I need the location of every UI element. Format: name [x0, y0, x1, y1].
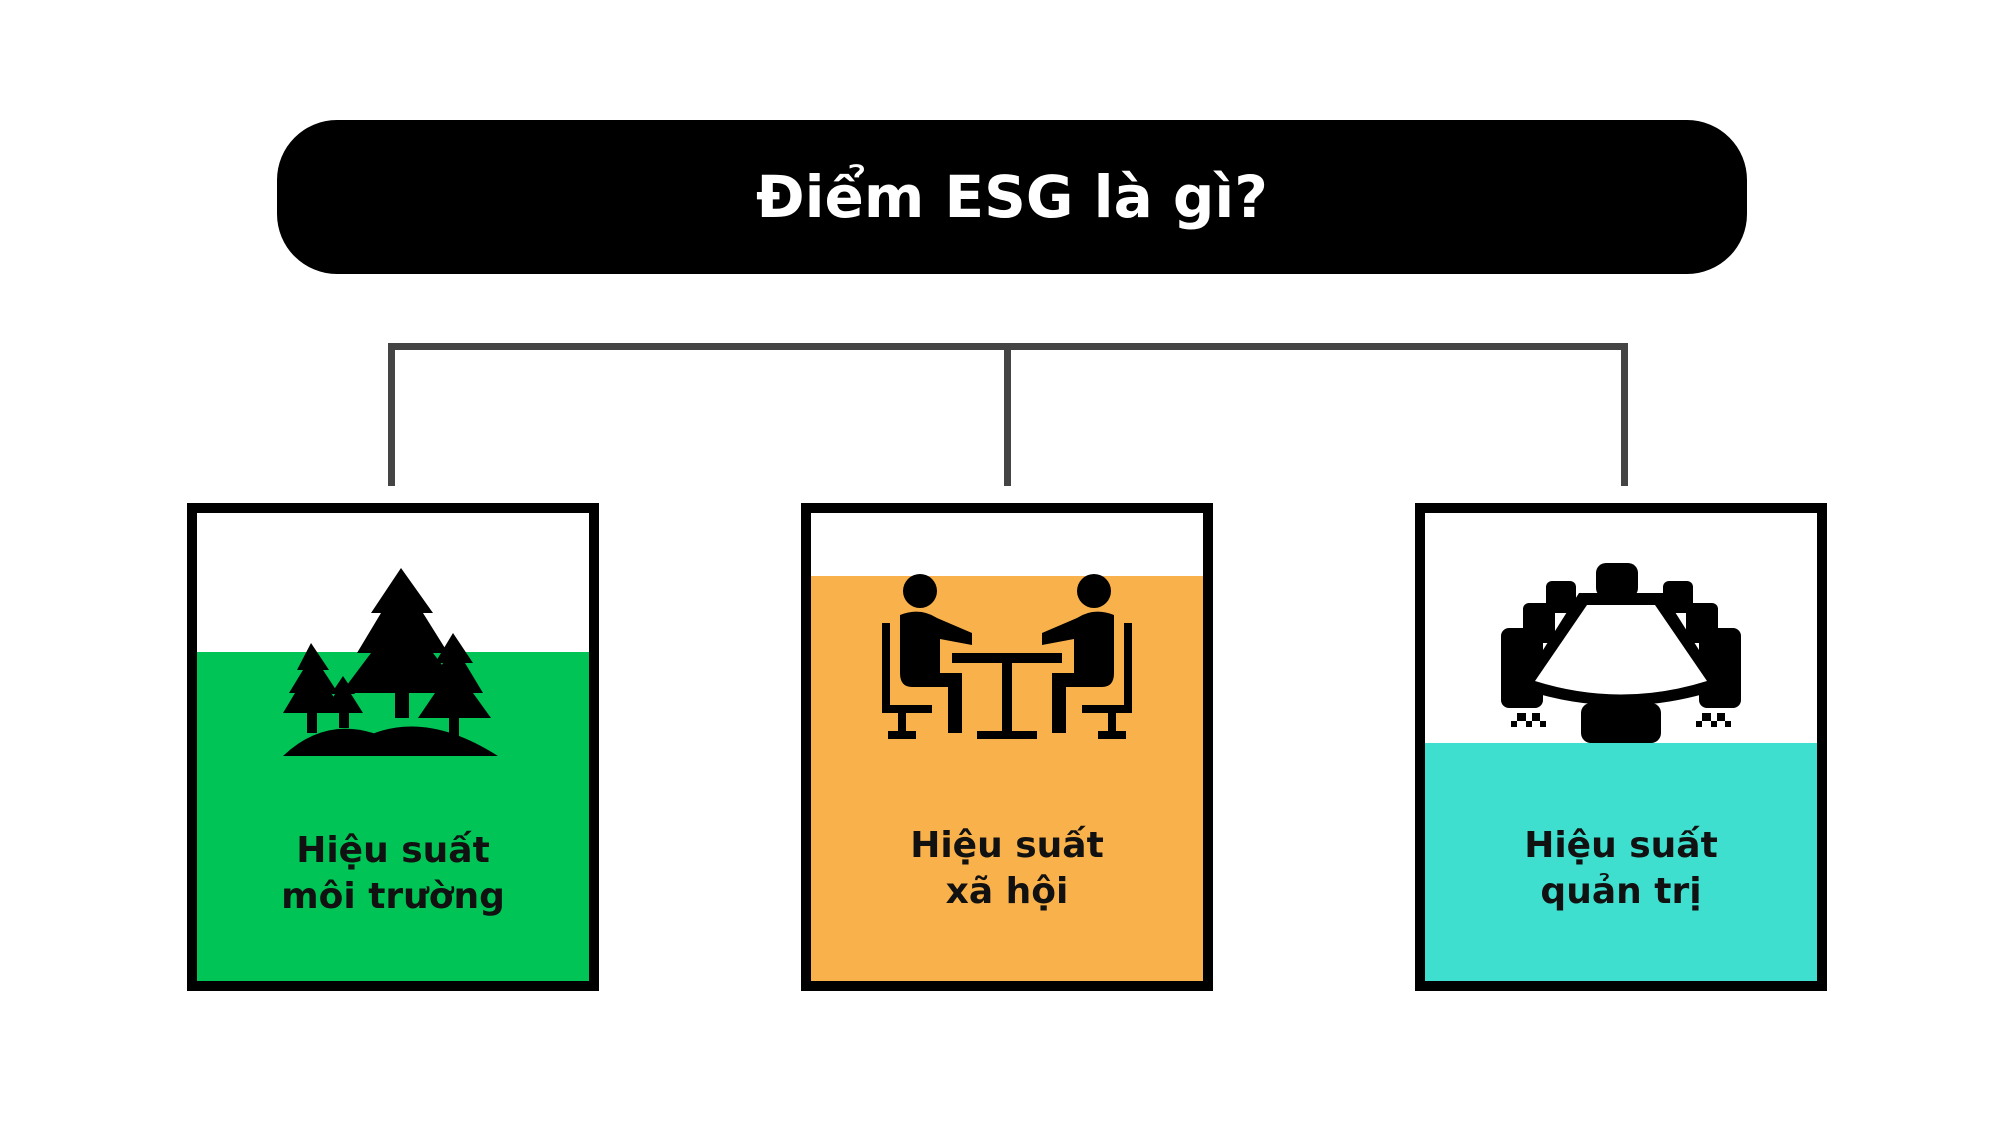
- diagram-title: Điểm ESG là gì?: [277, 120, 1747, 274]
- social-box: Hiệu suất xã hội: [801, 503, 1213, 991]
- environmental-fill: [197, 652, 589, 981]
- connector-center: [1004, 343, 1011, 486]
- governance-label-line1: Hiệu suất: [1524, 825, 1718, 866]
- forest-icon: [283, 568, 498, 756]
- environmental-box: Hiệu suất môi trường: [187, 503, 599, 991]
- social-label-line1: Hiệu suất: [910, 825, 1104, 866]
- connector-right: [1621, 343, 1628, 486]
- environmental-label-line1: Hiệu suất: [296, 830, 490, 871]
- environmental-label: Hiệu suất môi trường: [197, 828, 589, 920]
- governance-label: Hiệu suất quản trị: [1425, 823, 1817, 915]
- meeting-people-icon: [882, 574, 1132, 739]
- governance-fill: [1425, 743, 1817, 981]
- environmental-label-line2: môi trường: [281, 876, 505, 917]
- social-label-line2: xã hội: [945, 871, 1069, 912]
- connector-left: [388, 343, 395, 486]
- governance-label-line2: quản trị: [1540, 871, 1702, 912]
- social-label: Hiệu suất xã hội: [811, 823, 1203, 915]
- conference-table-icon: [1501, 563, 1741, 743]
- governance-box: Hiệu suất quản trị: [1415, 503, 1827, 991]
- social-fill: [811, 576, 1203, 981]
